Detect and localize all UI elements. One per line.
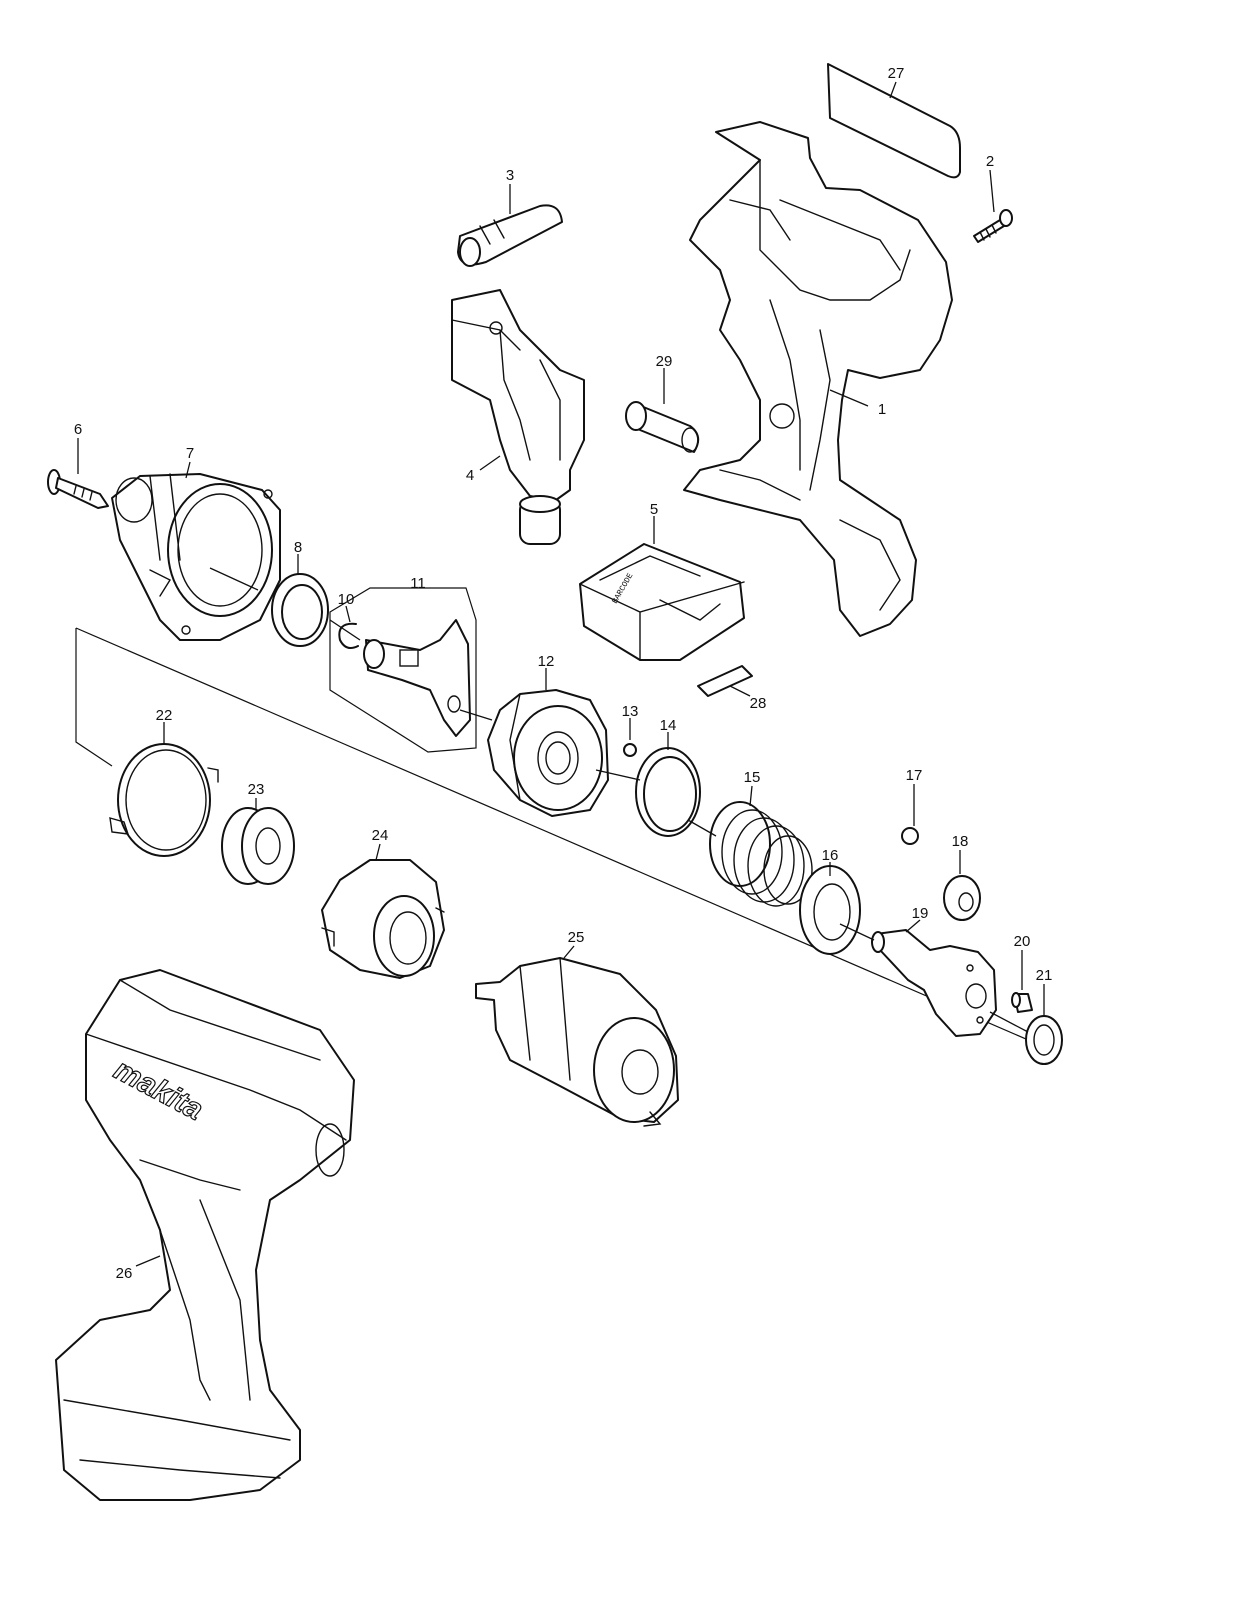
part-26-housing: makita (55, 969, 355, 1501)
part-number-8: 8 (294, 539, 302, 556)
part-number-13: 13 (622, 703, 639, 720)
sub-assembly-11-frame (329, 587, 477, 753)
part-27-label-plate (827, 63, 961, 179)
part-number-26: 26 (116, 1265, 133, 1282)
assembly-group-frame (75, 628, 113, 767)
part-25-motor (475, 957, 679, 1127)
part-1-housing-half (683, 121, 953, 637)
part-15-spring (709, 801, 813, 907)
part-number-2: 2 (986, 153, 994, 170)
part-8-washer (271, 573, 329, 647)
part-20-pin (1011, 992, 1033, 1013)
part-number-11: 11 (410, 575, 426, 592)
part-24-internal-gear (321, 859, 445, 979)
part-17-ball (901, 827, 919, 845)
part-6-screw (47, 469, 109, 509)
part-number-27: 27 (888, 65, 905, 82)
part-12-hammer (487, 689, 609, 817)
part-29-cylinder (625, 401, 700, 453)
part-number-6: 6 (74, 421, 82, 438)
part-21-washer (1025, 1015, 1063, 1065)
part-13-ball (623, 743, 637, 757)
part-number-28: 28 (750, 695, 767, 712)
part-number-15: 15 (744, 769, 761, 786)
part-number-25: 25 (568, 929, 585, 946)
part-number-3: 3 (506, 167, 514, 184)
assembly-group-frame-top (75, 627, 1057, 1053)
part-number-23: 23 (248, 781, 265, 798)
part-2-screw (973, 209, 1013, 243)
part-number-20: 20 (1014, 933, 1031, 950)
part-11-anvil (363, 619, 471, 737)
part-22-band (109, 743, 219, 857)
part-7-front-housing (111, 473, 281, 641)
part-23-bearing (221, 807, 295, 885)
part-number-16: 16 (822, 847, 839, 864)
part-28-plate (697, 665, 753, 697)
part-number-labels: 27 2 3 29 1 6 7 4 5 8 11 10 12 28 22 13 … (74, 65, 1053, 1282)
part-number-17: 17 (906, 767, 923, 784)
part-number-22: 22 (156, 707, 173, 724)
part-number-29: 29 (656, 353, 673, 370)
part-number-14: 14 (660, 717, 677, 734)
part-4-switch (451, 289, 585, 545)
part-5-terminal-block: BARCODE (579, 543, 745, 661)
part-number-24: 24 (372, 827, 389, 844)
part-16-washer (799, 865, 861, 955)
part-number-7: 7 (186, 445, 194, 462)
part-number-10: 10 (338, 591, 355, 608)
part-number-12: 12 (538, 653, 555, 670)
part-number-19: 19 (912, 905, 929, 922)
part-number-21: 21 (1036, 967, 1053, 984)
part-number-18: 18 (952, 833, 969, 850)
leader-lines (77, 81, 1045, 1267)
part-18-gear (943, 875, 981, 921)
part-number-1: 1 (878, 401, 886, 418)
part-3-rod (457, 204, 563, 267)
part-number-5: 5 (650, 501, 658, 518)
part-14-washer (635, 747, 701, 837)
part-19-spindle (871, 929, 997, 1037)
part-number-4: 4 (466, 467, 474, 484)
